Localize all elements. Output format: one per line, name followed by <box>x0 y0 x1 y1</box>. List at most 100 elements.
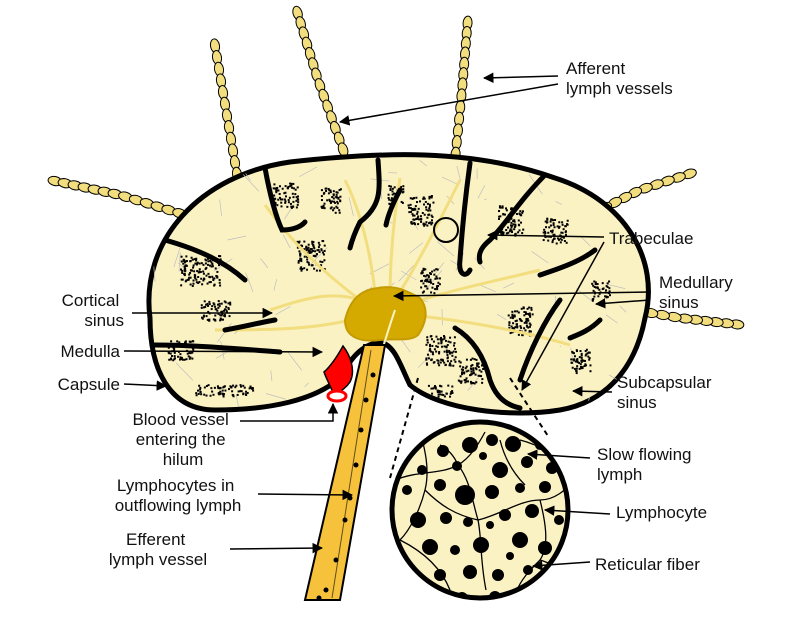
lymphocyte-dot <box>408 206 411 209</box>
lymphocyte-dot <box>510 217 513 220</box>
lymphocyte-dot <box>442 394 445 397</box>
lymphocyte-dot <box>572 352 575 355</box>
lymphocyte <box>523 565 533 575</box>
lymphocyte-dot <box>440 390 443 393</box>
lymphocyte-dot <box>571 350 574 353</box>
lymphocyte-dot <box>221 389 224 392</box>
lymphocyte-dot <box>296 203 299 206</box>
lymphocyte-dot <box>430 350 433 353</box>
reticular-line <box>299 166 318 177</box>
lymphocyte-dot <box>580 360 583 363</box>
lymphocyte-dot <box>227 302 230 305</box>
lymphocyte-dot <box>400 185 403 188</box>
lymphocyte-dot <box>564 225 567 228</box>
lymphocyte-dot <box>556 225 559 228</box>
lymphocyte-dot <box>332 209 335 212</box>
lymphocyte-dot <box>430 338 433 341</box>
lymphocyte-dot <box>580 365 583 368</box>
lymphocyte-dot <box>521 211 524 214</box>
lymphocyte-dot <box>512 316 515 319</box>
lymphocyte-dot <box>312 254 315 257</box>
lymphocyte-dot <box>425 285 428 288</box>
lymphocyte-dot <box>475 358 478 361</box>
lymphocyte-dot <box>585 353 588 356</box>
lymphocyte-dot <box>481 364 484 367</box>
lymphocyte-dot <box>439 384 442 387</box>
lymphocyte-dot <box>206 282 209 285</box>
lymphocyte-dot <box>473 358 476 361</box>
lymphocyte-dot <box>512 322 515 325</box>
lymphocyte-dot <box>443 395 446 398</box>
lymphocyte-dot <box>193 276 196 279</box>
lymphocyte-dot <box>202 315 205 318</box>
lymphocyte-dot <box>413 214 416 217</box>
reticular-line <box>273 279 278 291</box>
lymphocyte-dot <box>217 312 220 315</box>
lymphocyte-dot <box>509 224 512 227</box>
lymphocyte-dot <box>191 258 194 261</box>
lymphocyte-dot <box>432 340 435 343</box>
lymphocyte-dot <box>446 351 449 354</box>
lymphocyte-dot <box>576 365 579 368</box>
lymphocyte-dot <box>588 357 591 360</box>
lymphocyte-dot <box>320 205 323 208</box>
lymphocyte-dot <box>424 268 427 271</box>
lymphocyte-dot <box>471 357 474 360</box>
lymphocyte-dot <box>322 240 325 243</box>
lymphocyte-dot <box>424 200 427 203</box>
lymphocyte-dot <box>524 320 527 323</box>
lymphocyte <box>410 512 426 528</box>
lymphocyte-dot <box>510 226 513 229</box>
lymphocyte-dot <box>546 218 549 221</box>
lymphocyte-dot <box>390 185 393 188</box>
lymphocyte-dot <box>281 198 284 201</box>
lymphocyte-dot <box>335 205 338 208</box>
lymphocyte-dot <box>327 192 330 195</box>
lymphocyte-dot <box>437 359 440 362</box>
lymphocyte-dot <box>596 283 599 286</box>
lymphocyte-dot <box>436 285 439 288</box>
lymphocyte-dot <box>571 366 574 369</box>
lymphocyte-dot <box>286 205 289 208</box>
lymphocyte-dot <box>453 342 456 345</box>
lymphocyte-dot <box>550 218 553 221</box>
lymphocyte-dot <box>199 388 202 391</box>
lymphocyte-dot <box>294 193 297 196</box>
lymphocyte-dot <box>188 276 191 279</box>
lymphocyte-dot <box>513 327 516 330</box>
lymphocyte-dot <box>608 290 611 293</box>
lymphocyte-dot <box>289 185 292 188</box>
lymphocyte-dot <box>595 286 598 289</box>
lymphocyte-dot <box>236 393 239 396</box>
lymphocyte-dot <box>273 194 276 197</box>
lymphocyte-dot <box>334 211 337 214</box>
lymphocyte-dot <box>290 184 293 187</box>
lymphocyte-dot <box>413 207 416 210</box>
lymphocyte-dot <box>462 366 465 369</box>
lymphocyte-dot <box>598 292 601 295</box>
lymphocyte-dot <box>530 308 533 311</box>
lymphocyte-dot <box>300 266 303 269</box>
lymphocyte-dot <box>427 384 430 387</box>
lymphocyte-dot <box>430 195 433 198</box>
lymphocyte-dot <box>189 269 192 272</box>
lymphocyte-dot <box>290 182 293 185</box>
lymphocyte-dot <box>275 188 278 191</box>
lymphocyte-dot <box>209 281 212 284</box>
lymphocyte-dot <box>431 215 434 218</box>
lymphocyte-dot <box>524 311 527 314</box>
lymphocyte-dot <box>303 267 306 270</box>
lymphocyte-dot <box>521 334 524 337</box>
lymphocyte-dot <box>196 270 199 273</box>
lymphocyte-dot <box>209 394 212 397</box>
lymphocyte-dot <box>185 358 188 361</box>
lymphocyte-dot <box>320 189 323 192</box>
lymphocyte <box>485 485 499 499</box>
lymphocyte-dot <box>578 367 581 370</box>
lymphocyte-dot <box>227 308 230 311</box>
lymphocyte-dot <box>513 226 516 229</box>
lymphocyte-dot <box>313 267 316 270</box>
lymphocyte-dot <box>203 277 206 280</box>
lymphocyte-dot <box>409 203 412 206</box>
lymphocyte-dot <box>439 361 442 364</box>
